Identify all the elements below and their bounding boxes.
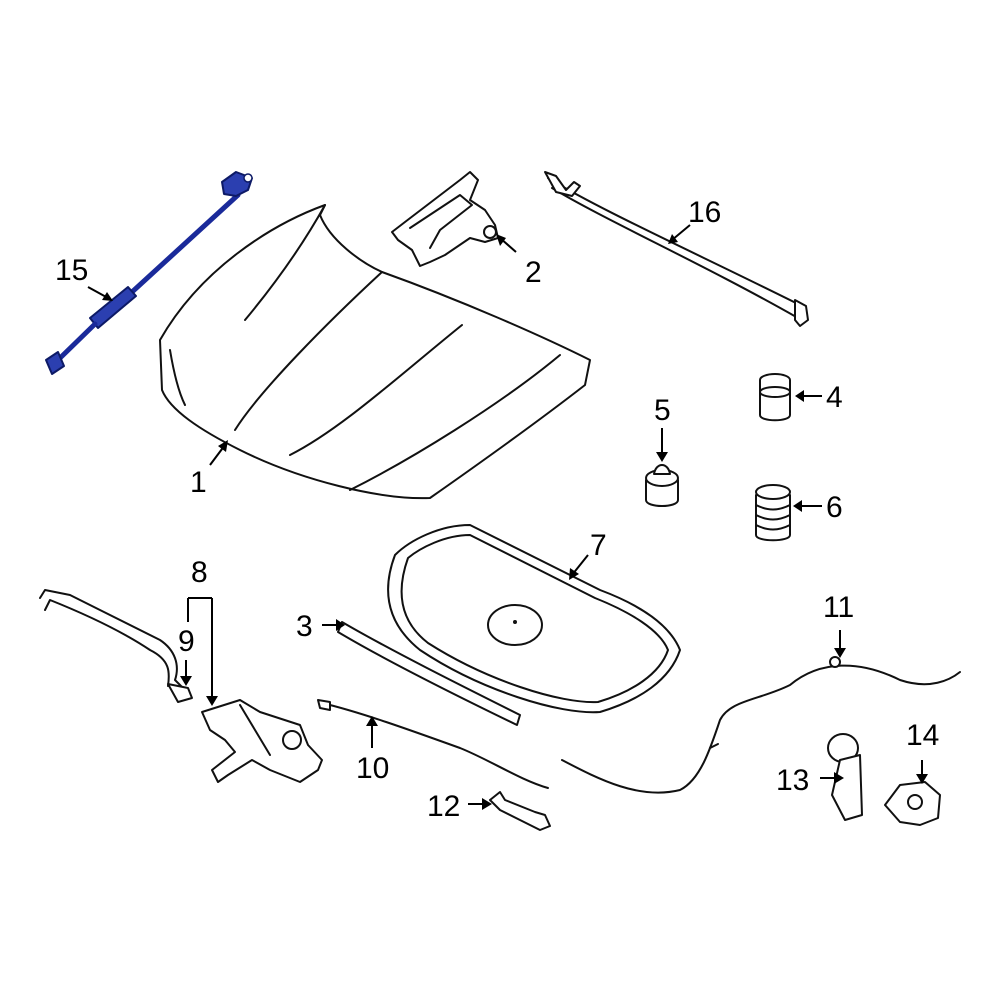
callout-6: 6	[826, 491, 843, 524]
callout-8: 8	[191, 556, 208, 589]
callout-16: 16	[688, 196, 721, 229]
part-2-hood-hinge[interactable]	[391, 171, 499, 267]
callout-14: 14	[906, 719, 939, 752]
callout-1: 1	[190, 466, 207, 499]
callout-3: 3	[296, 610, 313, 643]
part-16-weatherstrip[interactable]	[544, 171, 809, 327]
callout-9: 9	[178, 625, 195, 658]
callout-2: 2	[525, 256, 542, 289]
part-6-hood-bumper[interactable]	[755, 484, 791, 542]
part-7-hood-insulator[interactable]	[387, 524, 681, 714]
part-8-hood-latch[interactable]	[201, 699, 323, 783]
callout-10: 10	[356, 752, 389, 785]
callout-7: 7	[590, 529, 607, 562]
callout-5: 5	[654, 394, 671, 427]
part-12-clip[interactable]	[489, 791, 551, 831]
part-11-hood-release-cable[interactable]	[561, 656, 961, 794]
part-14-latch-lock[interactable]	[884, 781, 941, 826]
part-3-seal[interactable]	[337, 621, 521, 726]
callout-4: 4	[826, 381, 843, 414]
part-13-release-handle[interactable]	[827, 733, 863, 821]
callout-11: 11	[823, 591, 854, 624]
part-1-hood[interactable]	[159, 204, 591, 500]
callout-labels: 1 2 3 4 5 6 7 8 9 10 11 12 13 14 15 16	[55, 196, 939, 823]
callout-15: 15	[55, 254, 88, 287]
part-9-release-cable[interactable]	[39, 589, 193, 703]
part-15-hood-strut[interactable]	[45, 171, 253, 375]
part-5-hood-stop[interactable]	[645, 464, 679, 507]
part-4-hood-bumper[interactable]	[759, 373, 791, 422]
callout-13: 13	[776, 764, 809, 797]
callout-12: 12	[427, 790, 460, 823]
leader-lines	[87, 224, 928, 810]
part-10-prop-rod[interactable]	[317, 699, 549, 789]
